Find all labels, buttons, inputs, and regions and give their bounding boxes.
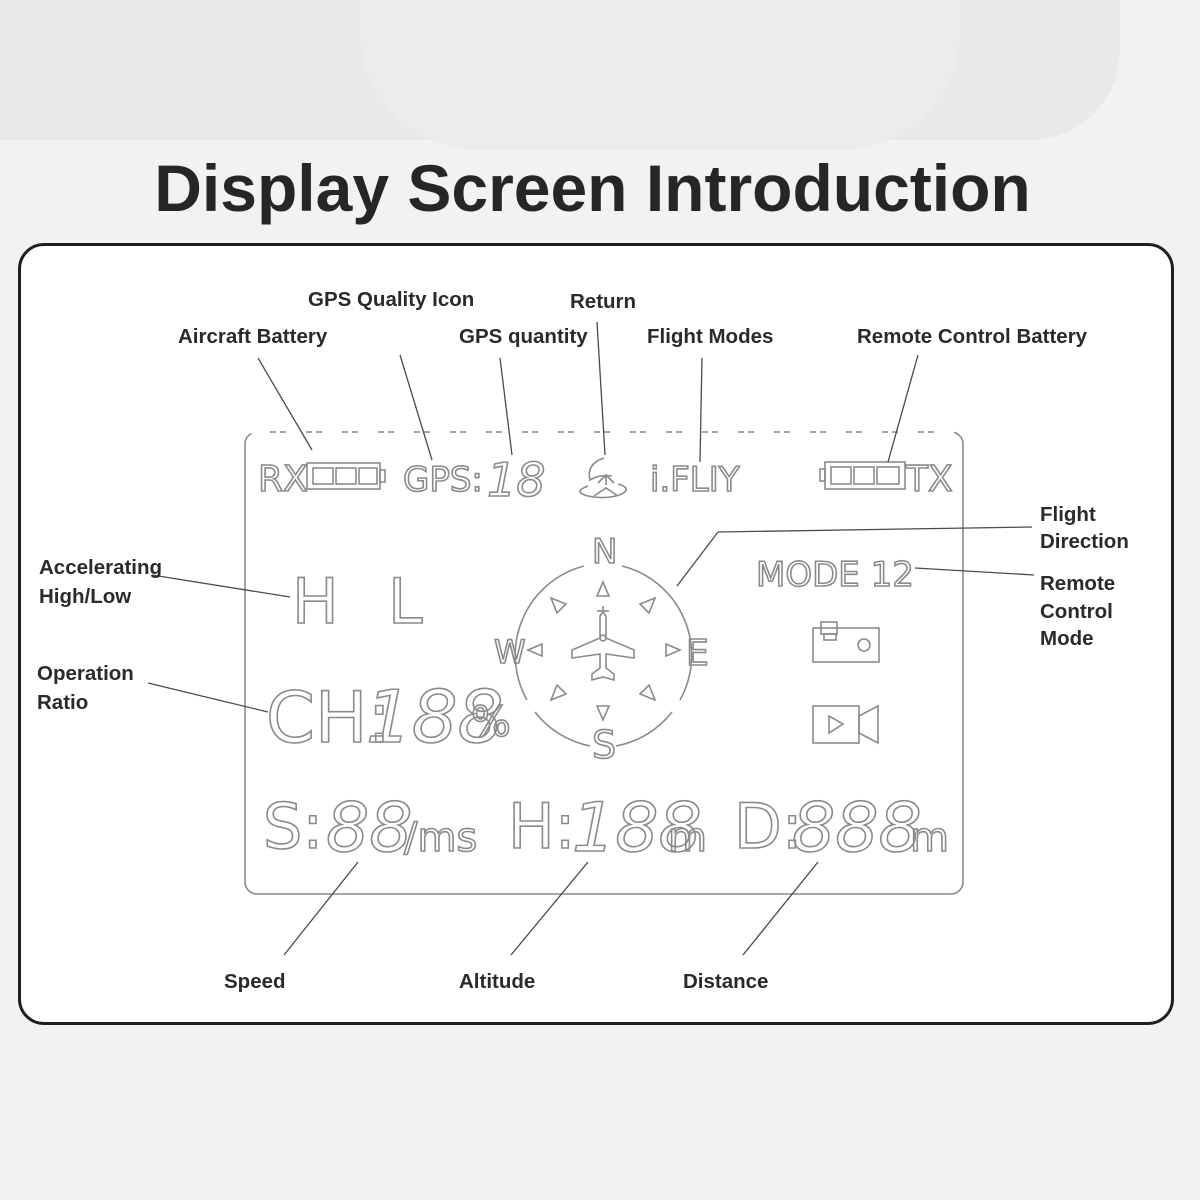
height-value: 188 bbox=[572, 789, 702, 868]
label-flight-direction-line2: Direction bbox=[1040, 530, 1129, 553]
accel-low: L bbox=[388, 565, 423, 638]
label-remote-control-battery: Remote Control Battery bbox=[857, 325, 1088, 348]
label-gps-quantity: GPS quantity bbox=[459, 325, 588, 348]
speed-value: 88 bbox=[326, 789, 413, 868]
distance-value: 888 bbox=[792, 789, 922, 868]
compass-west: W bbox=[494, 633, 526, 671]
label-remote-mode-line1: Remote bbox=[1040, 572, 1115, 595]
label-altitude: Altitude bbox=[459, 970, 535, 993]
remote-mode-display: MODE 12 bbox=[756, 555, 914, 595]
airplane-icon bbox=[571, 606, 635, 682]
label-flight-modes: Flight Modes bbox=[647, 325, 773, 348]
label-flight-direction-line1: Flight bbox=[1040, 503, 1096, 526]
ch-value: 188 bbox=[366, 675, 503, 759]
label-accelerating-line1: Accelerating bbox=[39, 556, 162, 579]
camera-icon bbox=[812, 621, 880, 663]
distance-prefix: D: bbox=[734, 790, 803, 863]
distance-unit: m bbox=[910, 815, 949, 861]
tx-label: TX bbox=[905, 459, 953, 500]
label-remote-mode-line2: Control bbox=[1040, 600, 1113, 623]
video-camera-icon bbox=[812, 704, 879, 745]
accel-high: H bbox=[292, 565, 339, 638]
ch-label: CH: bbox=[266, 677, 391, 759]
label-operation-line2: Ratio bbox=[37, 691, 88, 714]
page-title: Display Screen Introduction bbox=[154, 151, 1031, 225]
label-distance: Distance bbox=[683, 970, 768, 993]
speed-unit: /ms bbox=[404, 815, 477, 861]
label-operation-line1: Operation bbox=[37, 662, 134, 685]
label-accelerating-line2: High/Low bbox=[39, 585, 131, 608]
background-shape-2 bbox=[360, 0, 960, 150]
label-speed: Speed bbox=[224, 970, 286, 993]
compass-south: S bbox=[592, 723, 616, 767]
label-remote-mode-line3: Mode bbox=[1040, 627, 1094, 650]
battery-icon bbox=[306, 462, 386, 490]
label-aircraft-battery: Aircraft Battery bbox=[178, 325, 328, 348]
return-home-icon bbox=[579, 457, 627, 499]
compass-east: E bbox=[686, 633, 709, 674]
height-unit: m bbox=[668, 815, 707, 861]
rx-label: RX bbox=[258, 459, 308, 500]
label-return: Return bbox=[570, 290, 636, 313]
flight-mode-display: i.FLIY bbox=[650, 460, 740, 500]
compass-north: N bbox=[592, 532, 617, 572]
label-gps-quality-icon: GPS Quality Icon bbox=[308, 288, 474, 311]
gps-count: 18 bbox=[487, 453, 546, 507]
gps-label: GPS: bbox=[403, 460, 483, 500]
battery-icon bbox=[819, 461, 906, 490]
speed-prefix: S: bbox=[263, 790, 323, 863]
height-prefix: H: bbox=[508, 790, 576, 863]
ch-percent: % bbox=[471, 697, 511, 746]
compass-icon bbox=[514, 565, 693, 747]
